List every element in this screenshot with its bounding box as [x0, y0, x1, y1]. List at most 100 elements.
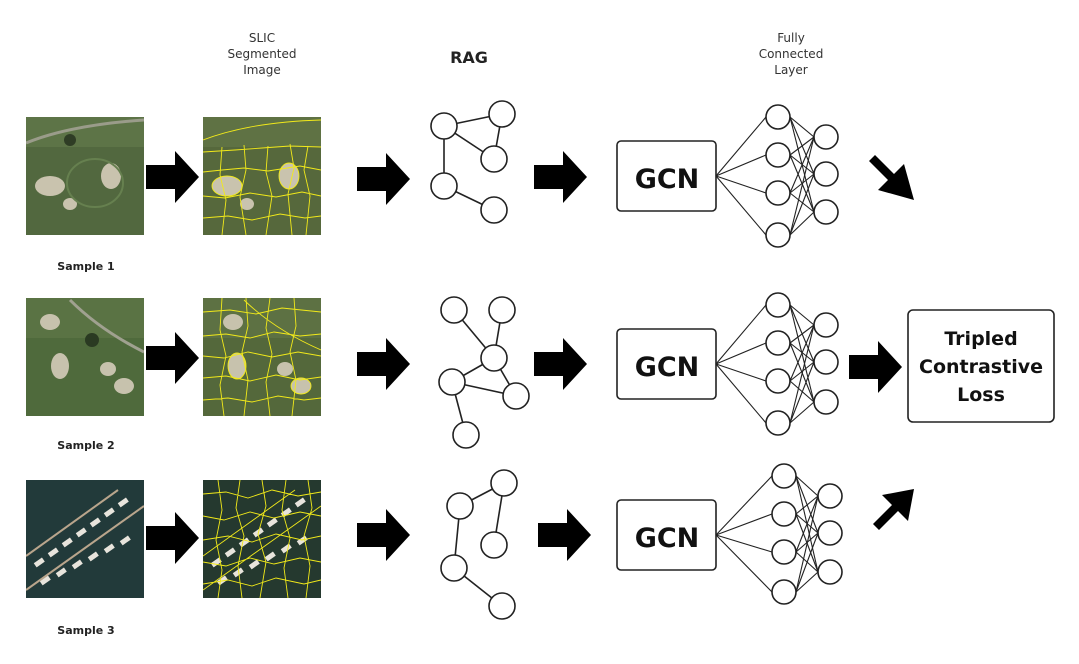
fc-edge	[715, 475, 773, 536]
segmented-image-2	[203, 298, 321, 416]
fc-edge	[715, 175, 767, 194]
satellite-image-2	[26, 298, 144, 416]
fc-input-node	[765, 180, 791, 206]
header-fc-line-2: Connected	[759, 47, 824, 61]
loss-line-3: Loss	[957, 384, 1005, 406]
rag-graph-2	[438, 296, 530, 449]
header-rag: RAG	[450, 48, 488, 67]
fc-edge	[715, 534, 773, 593]
fc-output-node	[817, 483, 843, 509]
sample-label-2: Sample 2	[57, 439, 114, 452]
fc-edge	[789, 361, 815, 382]
fc-edge	[795, 571, 819, 593]
fc-edge	[789, 136, 815, 156]
fc-edge	[715, 304, 767, 365]
arrow-3-to-loss	[873, 489, 914, 530]
segmented-image-3	[203, 480, 321, 598]
fc-edge	[795, 495, 819, 553]
fc-edge	[715, 363, 767, 424]
fc-edge	[789, 304, 815, 326]
gcn-label-2: GCN	[635, 352, 700, 383]
fc-edge	[789, 136, 815, 194]
header-fc-line-3: Layer	[774, 63, 808, 77]
fc-input-node	[771, 463, 797, 489]
arrow-1-image-to-seg	[146, 151, 199, 203]
gcn-box-1: GCN	[616, 140, 717, 212]
fc-edge	[715, 534, 773, 553]
fc-edge	[715, 116, 767, 177]
gcn-label-1: GCN	[635, 164, 700, 195]
fc-edge	[795, 532, 819, 593]
fc-edge	[789, 192, 815, 213]
fc-edge	[789, 116, 815, 138]
fc-input-node	[765, 222, 791, 248]
satellite-image-1	[26, 117, 144, 235]
loss-box: Tripled Contrastive Loss	[907, 309, 1055, 423]
fc-layer-3	[715, 463, 843, 605]
fc-input-node	[765, 292, 791, 318]
row-sample-3: Sample 3 GCN	[26, 463, 914, 637]
loss-line-2: Contrastive	[919, 356, 1043, 378]
fc-output-node	[813, 389, 839, 415]
arrow-2-seg-to-rag	[357, 338, 410, 390]
fc-input-node	[771, 539, 797, 565]
row-sample-2: Sample 2 GCN	[26, 292, 902, 452]
segmented-image-1	[203, 117, 321, 235]
gcn-box-3: GCN	[616, 499, 717, 571]
fc-edge	[715, 363, 767, 382]
fc-output-node	[817, 559, 843, 585]
header-slic-line-2: Segmented	[228, 47, 297, 61]
fc-output-node	[813, 349, 839, 375]
fc-edge	[715, 513, 773, 536]
fc-edge	[789, 361, 815, 424]
fc-output-node	[813, 124, 839, 150]
fc-edge	[795, 495, 819, 515]
arrow-3-rag-to-gcn	[538, 509, 591, 561]
satellite-image-3	[26, 480, 144, 598]
fc-input-node	[765, 330, 791, 356]
fc-layer-2	[715, 292, 839, 436]
fc-input-node	[765, 142, 791, 168]
loss-line-1: Tripled	[944, 328, 1017, 350]
gcn-label-3: GCN	[635, 523, 700, 554]
header-slic: SLIC Segmented Image	[228, 31, 297, 77]
fc-edge	[789, 173, 815, 194]
fc-edge	[789, 324, 815, 424]
sample-label-3: Sample 3	[57, 624, 114, 637]
arrow-1-rag-to-gcn	[534, 151, 587, 203]
fc-edge	[789, 324, 815, 344]
fc-input-node	[771, 501, 797, 527]
arrow-1-seg-to-rag	[357, 153, 410, 205]
arrow-2-to-loss	[849, 341, 902, 393]
fc-output-node	[817, 520, 843, 546]
fc-edge	[715, 175, 767, 236]
fc-edge	[789, 324, 815, 382]
fc-edge	[795, 495, 819, 593]
header-slic-line-1: SLIC	[249, 31, 275, 45]
header-fc-line-1: Fully	[777, 31, 805, 45]
fc-edge	[715, 154, 767, 177]
fc-input-node	[765, 410, 791, 436]
fc-output-node	[813, 199, 839, 225]
arrow-2-rag-to-gcn	[534, 338, 587, 390]
fc-input-node	[765, 104, 791, 130]
rag-graph-1	[430, 100, 516, 224]
header-slic-line-3: Image	[243, 63, 281, 77]
fc-edge	[715, 342, 767, 365]
fc-layer-1	[715, 104, 839, 248]
fc-edge	[789, 211, 815, 236]
sample-label-1: Sample 1	[57, 260, 114, 273]
fc-edge	[789, 173, 815, 236]
gcn-box-2: GCN	[616, 328, 717, 400]
row-sample-1: Sample 1 GCN	[26, 100, 914, 273]
arrow-3-seg-to-rag	[357, 509, 410, 561]
rag-graph-3	[440, 469, 518, 620]
arrow-3-image-to-seg	[146, 512, 199, 564]
arrow-2-image-to-seg	[146, 332, 199, 384]
fc-output-node	[813, 312, 839, 338]
fc-input-node	[765, 368, 791, 394]
fc-output-node	[813, 161, 839, 187]
fc-edge	[789, 136, 815, 236]
fc-edge	[789, 401, 815, 424]
